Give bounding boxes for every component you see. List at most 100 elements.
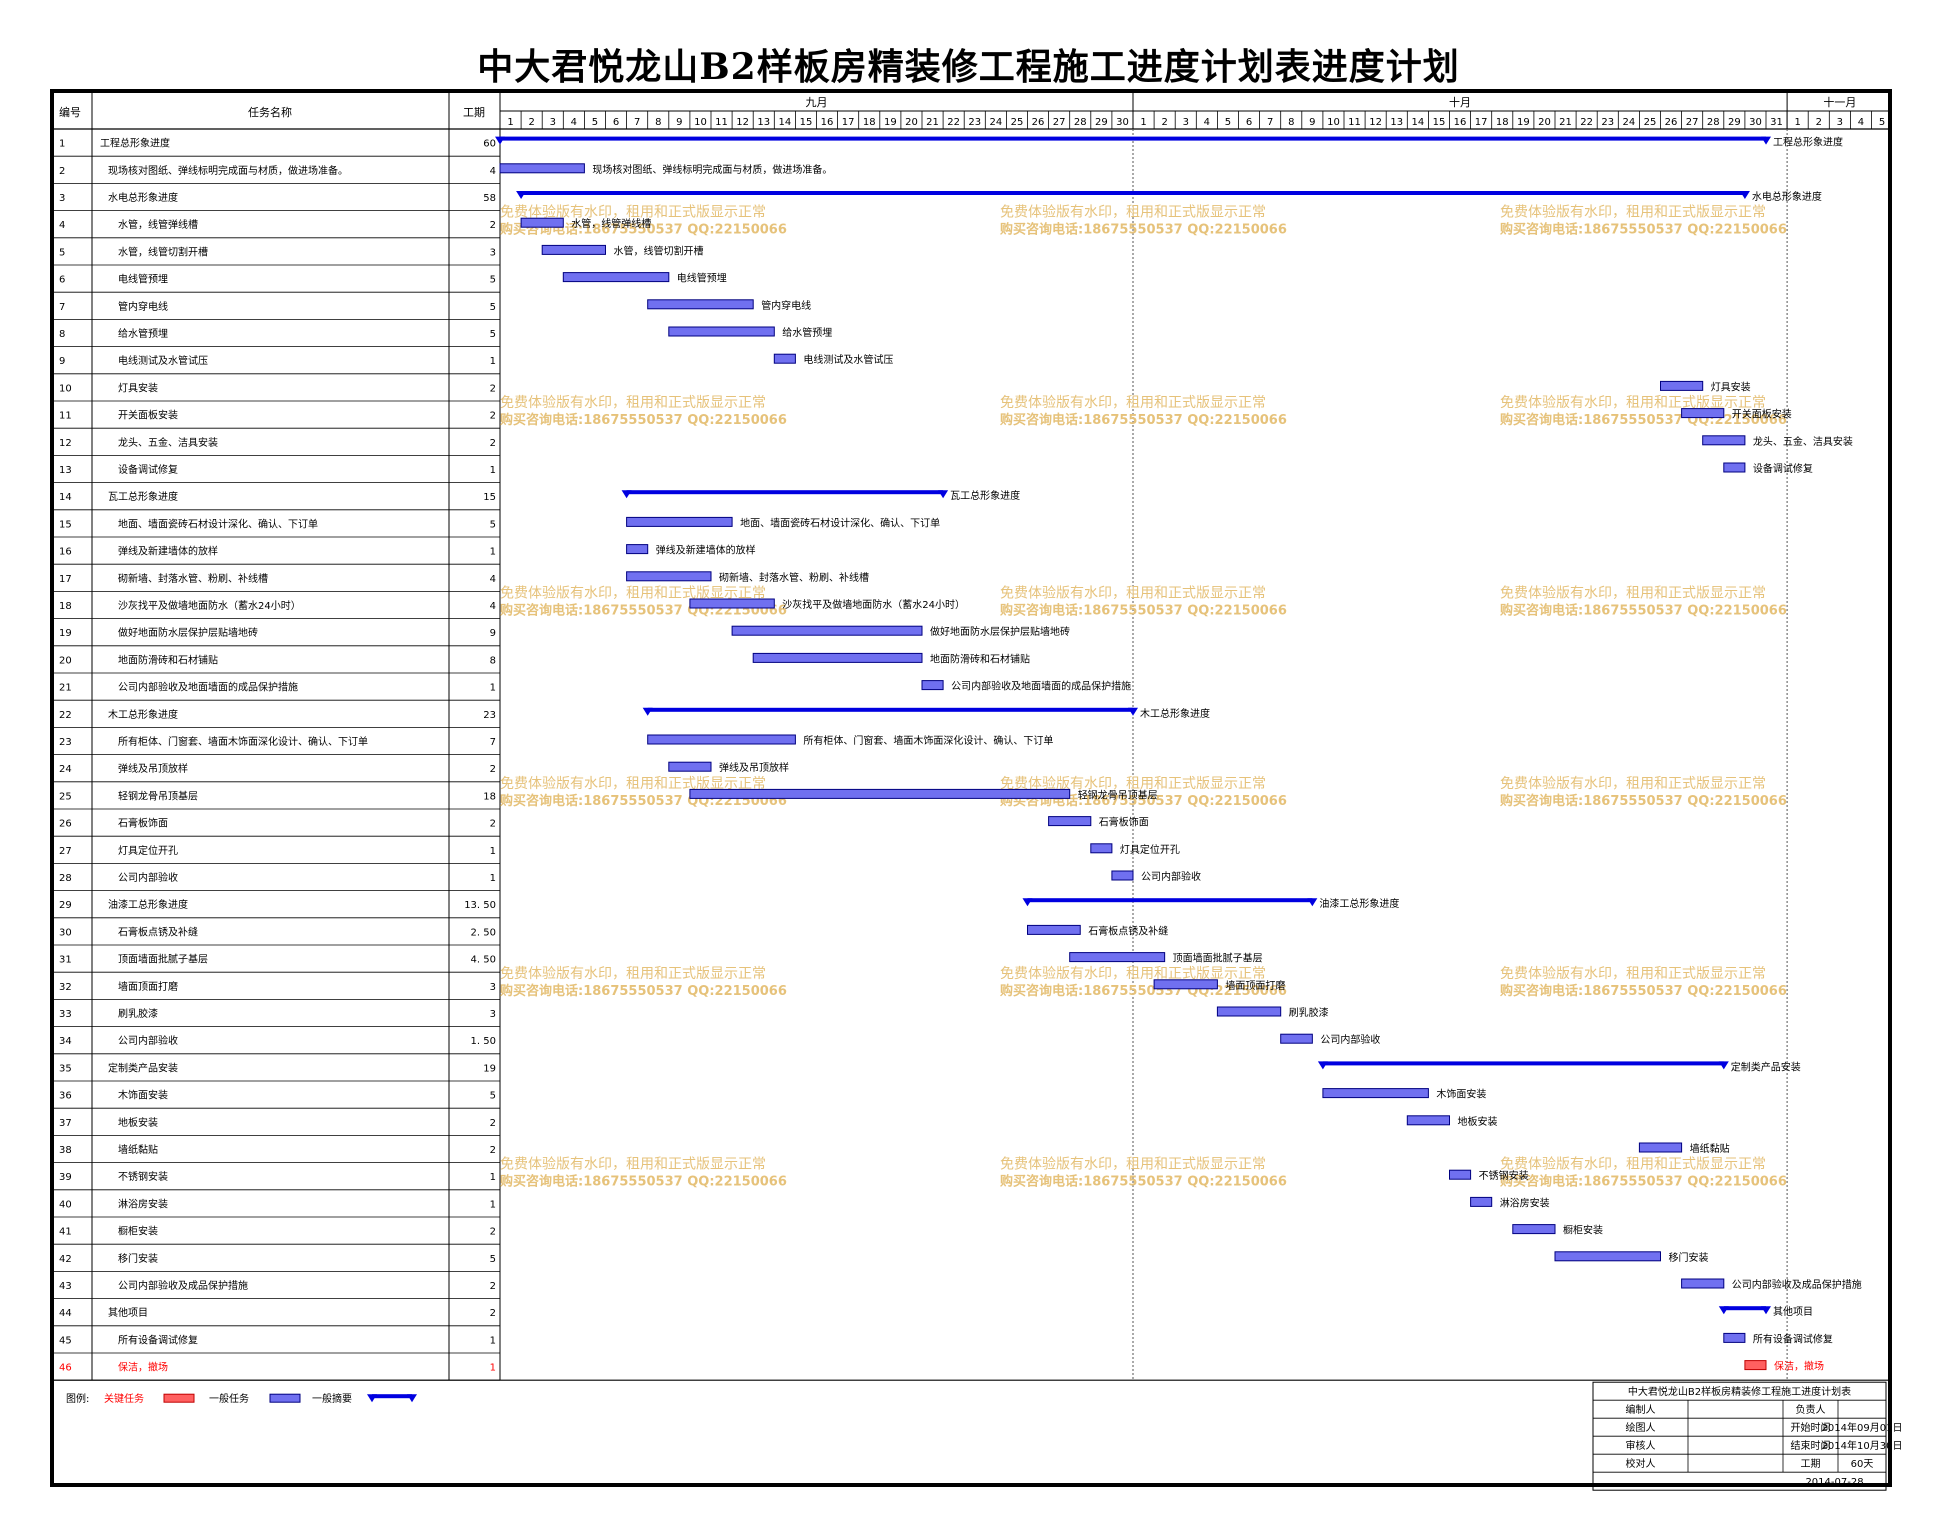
watermark-line1: 免费体验版有水印，租用和正式版显示正常 (1000, 395, 1266, 411)
task-bar (668, 761, 712, 772)
bar-label: 墙面顶面打磨 (1225, 979, 1285, 992)
task-name: 公司内部验收 (118, 871, 178, 884)
bar-label: 砌新墙、封落水管、粉刷、补线槽 (719, 571, 869, 584)
bar-label: 不锈钢安装 (1479, 1169, 1529, 1182)
watermark-line2: 购买咨询电话:18675550537 QQ:22150066 (1000, 602, 1287, 618)
bar-label: 定制类产品安装 (1731, 1060, 1801, 1073)
header-duration: 工期 (463, 106, 485, 119)
info-box-cell: 工期 (1801, 1458, 1821, 1470)
task-id: 5 (59, 247, 65, 258)
task-duration: 9 (490, 628, 496, 639)
bar-label: 设备调试修复 (1753, 462, 1813, 475)
day-tick-label: 28 (1074, 117, 1087, 128)
day-tick-label: 13 (757, 117, 770, 128)
day-tick-label: 4 (1204, 117, 1210, 128)
bar-label: 木饰面安装 (1436, 1088, 1486, 1101)
task-name: 水管，线管弹线槽 (118, 218, 198, 231)
task-id: 31 (59, 955, 72, 966)
task-id: 30 (59, 927, 72, 938)
bar-label: 石膏板饰面 (1099, 816, 1149, 829)
task-bar (1660, 380, 1704, 391)
grid-layer (54, 93, 1888, 1381)
bar-label: 地面防滑砖和石材铺贴 (930, 652, 1030, 665)
day-tick-label: 21 (926, 117, 939, 128)
task-id: 29 (59, 900, 72, 911)
bar-label: 公司内部验收 (1141, 870, 1201, 883)
watermark-line1: 免费体验版有水印，租用和正式版显示正常 (1500, 1157, 1766, 1173)
task-duration: 1 (490, 465, 496, 476)
task-name: 瓦工总形象进度 (108, 490, 178, 503)
watermark-line1: 免费体验版有水印，租用和正式版显示正常 (500, 205, 766, 221)
task-name: 刷乳胶漆 (118, 1007, 158, 1020)
task-bar (1723, 462, 1746, 473)
task-duration: 1 (490, 873, 496, 884)
task-duration: 2. 50 (471, 927, 496, 938)
bar-label: 电线测试及水管试压 (803, 353, 893, 366)
day-tick-label: 16 (821, 117, 834, 128)
legend-summary-label: 一般摘要 (312, 1392, 352, 1405)
task-id: 19 (59, 628, 72, 639)
bar-label: 做好地面防水层保护层贴墙地砖 (930, 625, 1070, 638)
task-name: 龙头、五金、洁具安装 (118, 436, 218, 449)
task-duration: 1 (490, 356, 496, 367)
task-duration: 3 (490, 982, 496, 993)
summary-end-marker (1718, 1061, 1729, 1070)
task-name: 墙面顶面打磨 (118, 980, 178, 993)
day-tick-label: 10 (1327, 117, 1340, 128)
task-id: 21 (59, 683, 72, 694)
bars-layer: 工程总形象进度现场核对图纸、弹线标明完成面与材质，做进场准备。水电总形象进度水管… (495, 136, 1862, 1373)
legend-normal-swatch (269, 1393, 301, 1403)
day-tick-label: 23 (968, 117, 981, 128)
task-duration: 4. 50 (471, 955, 496, 966)
task-name: 保洁，撤场 (118, 1361, 168, 1374)
bar-label: 弹线及吊顶放样 (719, 761, 789, 774)
task-duration: 2 (490, 383, 496, 394)
day-tick-label: 15 (800, 117, 813, 128)
summary-end-marker (1307, 898, 1318, 907)
day-tick-label: 12 (736, 117, 749, 128)
task-id: 25 (59, 791, 72, 802)
task-bar (689, 788, 1071, 799)
task-duration: 1 (490, 1199, 496, 1210)
task-bar (1406, 1115, 1451, 1126)
summary-start-marker (621, 490, 632, 499)
task-id: 36 (59, 1091, 72, 1102)
info-box-cell: 负责人 (1796, 1403, 1826, 1416)
bar-label: 现场核对图纸、弹线标明完成面与材质，做进场准备。 (592, 163, 832, 176)
day-tick-label: 4 (1858, 117, 1864, 128)
task-bar (1681, 1278, 1725, 1289)
summary-end-marker (1761, 1306, 1771, 1315)
task-duration: 4 (490, 601, 496, 612)
task-name: 橱柜安装 (118, 1225, 158, 1238)
bar-label: 开关面板安装 (1732, 408, 1792, 421)
task-id: 28 (59, 873, 72, 884)
day-tick-label: 19 (1517, 117, 1530, 128)
task-id: 7 (59, 302, 65, 313)
task-duration: 8 (490, 655, 496, 666)
day-tick-label: 28 (1707, 117, 1720, 128)
bar-label: 给水管预埋 (782, 326, 832, 339)
task-bar (1111, 870, 1134, 881)
day-tick-label: 3 (1837, 117, 1843, 128)
day-tick-label: 17 (1475, 117, 1488, 128)
task-duration: 19 (483, 1063, 496, 1074)
task-name: 木饰面安装 (118, 1089, 168, 1102)
task-name: 做好地面防水层保护层贴墙地砖 (118, 626, 258, 639)
day-tick-label: 24 (1622, 117, 1635, 128)
task-duration: 1 (490, 1363, 496, 1374)
task-name: 石膏板点锈及补缝 (118, 925, 198, 938)
task-bar (668, 326, 775, 337)
day-tick-label: 11 (1348, 117, 1361, 128)
task-name: 弹线及新建墙体的放样 (118, 545, 218, 558)
task-id: 22 (59, 710, 72, 721)
gantt-frame: 免费体验版有水印，租用和正式版显示正常购买咨询电话:18675550537 QQ… (50, 89, 1902, 1491)
day-tick-label: 20 (1538, 117, 1551, 128)
header-id: 编号 (59, 105, 81, 119)
month-label: 十月 (1449, 95, 1471, 109)
task-id: 39 (59, 1172, 72, 1183)
day-tick-label: 14 (1411, 117, 1424, 128)
task-duration: 13. 50 (464, 900, 496, 911)
task-id: 17 (59, 574, 72, 585)
bar-label: 公司内部验收及成品保护措施 (1732, 1278, 1862, 1291)
task-id: 46 (59, 1363, 72, 1374)
